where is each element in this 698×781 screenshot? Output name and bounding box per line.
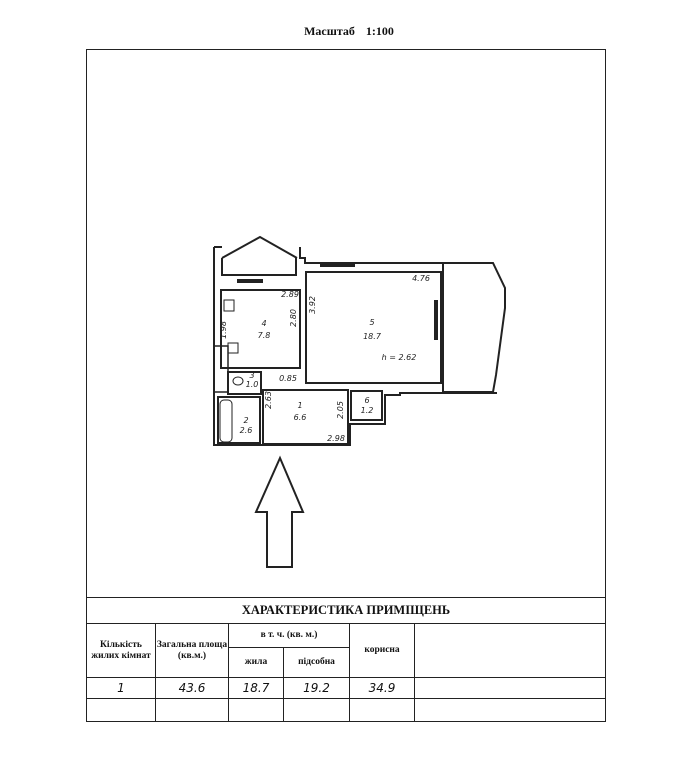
ventilation-shaft (213, 345, 229, 393)
room-1-number: 1 (297, 401, 302, 410)
dimension: 3.92 (308, 296, 317, 314)
cell-auxiliary: 19.2 (283, 677, 350, 699)
header-rooms-count: Кількість жилих кімнат (86, 623, 156, 678)
balcony-right (442, 262, 506, 393)
room-6 (350, 390, 383, 421)
room-3-area: 1.0 (246, 380, 259, 389)
room-4-number: 4 (261, 319, 266, 328)
room-4 (220, 289, 301, 369)
room-5-number: 5 (369, 318, 374, 327)
empty-cell (414, 677, 606, 699)
rooms-characteristics-table: ХАРАКТЕРИСТИКА ПРИМІЩЕНЬ Кількість жилих… (86, 597, 606, 722)
floor-plan: 4 7.8 5 18.7 3 1.0 2 2.6 1 6.6 6 1.2 2.8… (213, 235, 506, 568)
header-auxiliary: підсобна (283, 647, 350, 678)
room-2 (217, 396, 261, 444)
empty-cell (414, 623, 606, 678)
dimension: 2.89 (281, 290, 299, 299)
dimension: 4.76 (412, 274, 430, 283)
cell-useful: 34.9 (349, 677, 415, 699)
stove-icon (223, 299, 235, 312)
room-5 (305, 271, 442, 384)
header-total-area: Загальна площа (кв.м.) (155, 623, 229, 678)
drawing-frame (86, 49, 606, 722)
ceiling-height: h = 2.62 (382, 353, 417, 362)
toilet-icon (232, 376, 244, 386)
room-1 (262, 389, 349, 445)
cell-living: 18.7 (228, 677, 284, 699)
room-6-number: 6 (364, 396, 369, 405)
dimension: 2.80 (289, 309, 298, 327)
balcony-left (221, 258, 297, 276)
table-row-empty (86, 698, 606, 722)
dimension: 2.98 (327, 434, 345, 443)
room-6-area: 1.2 (361, 406, 374, 415)
outer-wall (213, 235, 497, 446)
room-4-area: 7.8 (258, 331, 271, 340)
sink-icon (227, 342, 239, 354)
room-1-area: 6.6 (294, 413, 307, 422)
table-row: 1 43.6 18.7 19.2 34.9 (86, 677, 606, 699)
room-5-area: 18.7 (363, 332, 382, 341)
entrance-arrow-icon (254, 455, 305, 568)
table-title: ХАРАКТЕРИСТИКА ПРИМІЩЕНЬ (86, 597, 606, 624)
scale-label: Масштаб 1:100 (0, 24, 698, 39)
room-2-number: 2 (243, 416, 248, 425)
cell-total-area: 43.6 (155, 677, 229, 699)
bathtub-icon (219, 399, 233, 443)
cell-rooms-count: 1 (86, 677, 156, 699)
dimension: 2.05 (336, 401, 345, 419)
header-including: в т. ч. (кв. м.) (228, 623, 350, 648)
scale-value: 1:100 (365, 24, 394, 38)
dimension: 2.63 (264, 391, 273, 409)
scale-caption: Масштаб (304, 24, 355, 38)
room-2-area: 2.6 (240, 426, 253, 435)
header-living: жила (228, 647, 284, 678)
header-useful: корисна (349, 623, 415, 678)
dimension: 1.98 (219, 321, 228, 339)
dimension: 0.85 (279, 374, 297, 383)
room-3-number: 3 (249, 371, 254, 380)
